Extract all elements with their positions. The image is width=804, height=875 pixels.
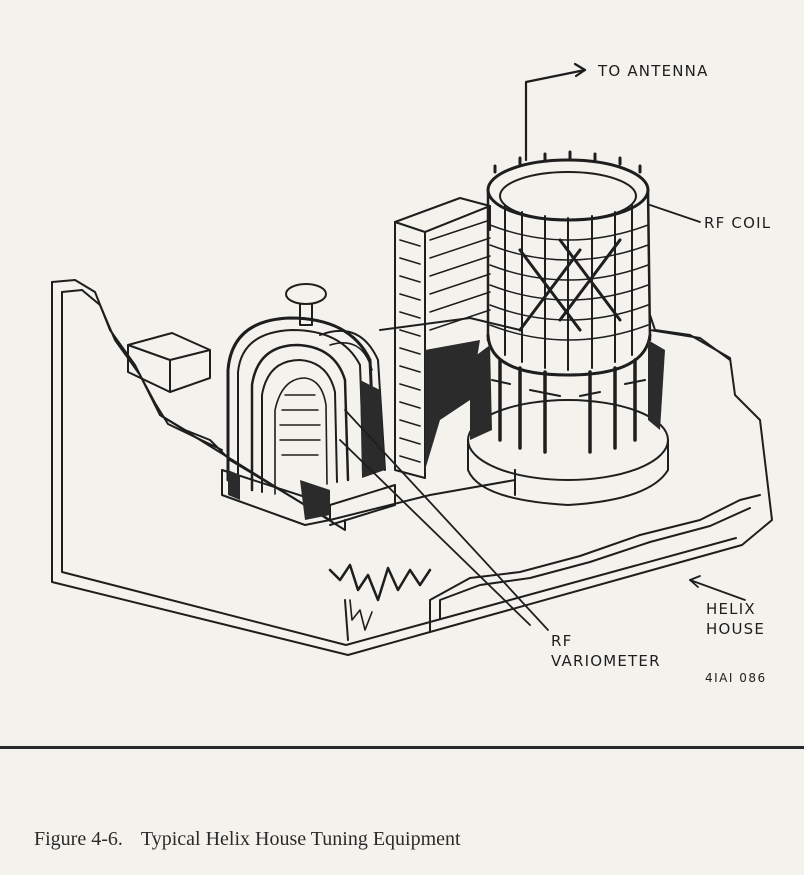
rf-coil bbox=[467, 150, 669, 506]
variometer-knob bbox=[285, 283, 327, 305]
separator-rule bbox=[0, 746, 804, 749]
leader-lines bbox=[339, 62, 746, 631]
figure-caption: Figure 4-6. Typical Helix House Tuning Eq… bbox=[34, 828, 479, 851]
floor-slab bbox=[51, 281, 773, 656]
label-rf-coil: RF COIL bbox=[704, 214, 772, 232]
left-wall bbox=[51, 279, 231, 461]
label-helix-line2: HOUSE bbox=[706, 620, 766, 638]
tuning-panel-rack bbox=[394, 197, 491, 479]
figure-title: Typical Helix House Tuning Equipment bbox=[140, 828, 461, 850]
rf-variometer bbox=[221, 283, 396, 526]
label-rf-variometer-line2: VARIOMETER bbox=[551, 652, 661, 670]
label-rf-variometer-line1: RF bbox=[551, 632, 573, 650]
right-wall-broken bbox=[429, 494, 761, 633]
figure-number: Figure 4-6. bbox=[34, 828, 123, 850]
antenna-feed-line bbox=[524, 68, 587, 162]
helix-house-building bbox=[51, 279, 773, 656]
drawing-number: 4IAI 086 bbox=[705, 671, 767, 685]
label-helix-line1: HELIX bbox=[706, 600, 756, 618]
helix-house-illustration bbox=[51, 62, 773, 656]
label-to-antenna: TO ANTENNA bbox=[598, 62, 709, 80]
control-box bbox=[127, 332, 211, 393]
broken-wall-section bbox=[328, 563, 432, 602]
antenna-arrow bbox=[573, 62, 587, 78]
